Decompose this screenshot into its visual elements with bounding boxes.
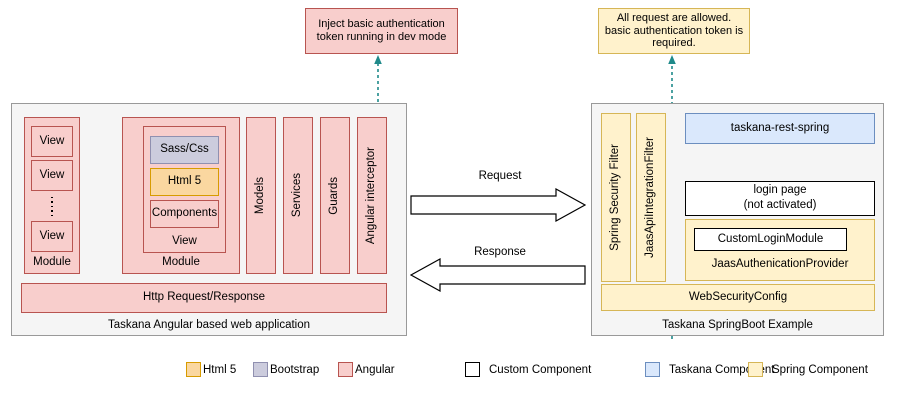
- login-page-line1: login page: [753, 184, 807, 197]
- legend-swatch-html5: [186, 362, 201, 377]
- taskana-rest-spring-label: taskana-rest-spring: [730, 121, 830, 134]
- note-right-text: All request are allowed. basic authentic…: [604, 11, 744, 50]
- module-b-caption: Module: [122, 254, 240, 271]
- column-services[interactable]: Services: [283, 117, 313, 274]
- legend-swatch-custom-component: [465, 362, 480, 377]
- legend-item-bootstrap: Bootstrap: [253, 362, 319, 377]
- login-page-line2: (not activated): [743, 199, 817, 211]
- column-angular-interceptor-label: Angular interceptor: [365, 146, 378, 245]
- http-request-response-label: Http Request/Response: [142, 291, 266, 304]
- module-a-view-2-label: View: [39, 168, 65, 181]
- filter-spring-security[interactable]: Spring Security Filter: [601, 113, 631, 282]
- legend-label-spring-component: Spring Component: [772, 363, 868, 376]
- module-a-view-2[interactable]: View: [31, 160, 73, 191]
- custom-login-module-box[interactable]: CustomLoginModule: [694, 228, 847, 251]
- legend-swatch-angular: [338, 362, 353, 377]
- module-a-caption-text: Module: [33, 255, 71, 268]
- filter-spring-security-label: Spring Security Filter: [609, 144, 622, 251]
- modules-ellipsis: [86, 188, 118, 200]
- module-b-item-sass-css[interactable]: Sass/Css: [150, 136, 219, 164]
- column-guards-label: Guards: [328, 176, 341, 215]
- legend-label-html5: Html 5: [203, 363, 237, 376]
- left-container-caption: Taskana Angular based web application: [11, 318, 407, 334]
- legend-item-custom-component: Custom Component: [465, 362, 591, 377]
- module-b-item-components[interactable]: Components: [150, 200, 219, 228]
- login-page-box[interactable]: login page (not activated): [685, 181, 875, 216]
- legend-swatch-taskana-component: [645, 362, 660, 377]
- module-b-item-sass-css-label: Sass/Css: [160, 143, 209, 156]
- legend-label-custom-component: Custom Component: [489, 363, 592, 376]
- module-a-view-1[interactable]: View: [31, 126, 73, 157]
- column-models-label: Models: [254, 176, 267, 215]
- custom-login-module-label: CustomLoginModule: [717, 232, 824, 245]
- arrow-request-label: Request: [430, 170, 570, 185]
- right-container-caption: Taskana SpringBoot Example: [591, 318, 884, 334]
- http-request-response-bar[interactable]: Http Request/Response: [21, 283, 387, 313]
- module-a-view-3-label: View: [39, 229, 65, 242]
- note-left-inject-token: Inject basic authentication token runnin…: [305, 8, 458, 54]
- module-b-view-caption-text: View: [172, 234, 197, 247]
- jaas-authentication-provider-caption-text: JaasAuthenicationProvider: [711, 258, 849, 271]
- right-container-caption-text: Taskana SpringBoot Example: [662, 319, 813, 332]
- legend-swatch-spring-component: [748, 362, 763, 377]
- module-b-view-caption: View: [143, 233, 226, 250]
- legend-item-angular: Angular: [338, 362, 395, 377]
- column-guards[interactable]: Guards: [320, 117, 350, 274]
- web-security-config-label: WebSecurityConfig: [688, 290, 788, 303]
- arrow-request-label-text: Request: [478, 170, 522, 182]
- arrow-response: [410, 258, 586, 292]
- module-b-item-components-label: Components: [151, 207, 218, 220]
- module-a-view-3[interactable]: View: [31, 221, 73, 252]
- jaas-authentication-provider-caption: JaasAuthenicationProvider: [685, 255, 875, 275]
- module-a-caption: Module: [24, 254, 80, 271]
- legend-swatch-bootstrap: [253, 362, 268, 377]
- column-angular-interceptor[interactable]: Angular interceptor: [357, 117, 387, 274]
- left-container-caption-text: Taskana Angular based web application: [107, 319, 311, 332]
- legend-item-html5: Html 5: [186, 362, 236, 377]
- column-models[interactable]: Models: [246, 117, 276, 274]
- taskana-rest-spring-box[interactable]: taskana-rest-spring: [685, 113, 875, 144]
- legend-label-bootstrap: Bootstrap: [270, 363, 320, 376]
- legend-label-angular: Angular: [355, 363, 395, 376]
- module-b-item-html5[interactable]: Html 5: [150, 168, 219, 196]
- arrow-request: [410, 188, 586, 222]
- note-left-text: Inject basic authentication token runnin…: [316, 18, 447, 43]
- web-security-config-box[interactable]: WebSecurityConfig: [601, 284, 875, 311]
- arrow-response-label: Response: [430, 246, 570, 261]
- filter-jaas-api-integration[interactable]: JaasApiIntegrationFilter: [636, 113, 666, 282]
- filter-jaas-api-integration-label: JaasApiIntegrationFilter: [644, 137, 657, 258]
- module-b-item-html5-label: Html 5: [167, 175, 202, 188]
- column-services-label: Services: [291, 173, 304, 218]
- legend-item-spring-component: Spring Component: [748, 362, 868, 377]
- note-right-all-requests-allowed: All request are allowed. basic authentic…: [598, 8, 750, 54]
- module-b-caption-text: Module: [162, 255, 200, 268]
- arrow-response-label-text: Response: [474, 246, 526, 258]
- module-a-view-1-label: View: [39, 134, 65, 147]
- module-a-views-ellipsis: [31, 193, 73, 220]
